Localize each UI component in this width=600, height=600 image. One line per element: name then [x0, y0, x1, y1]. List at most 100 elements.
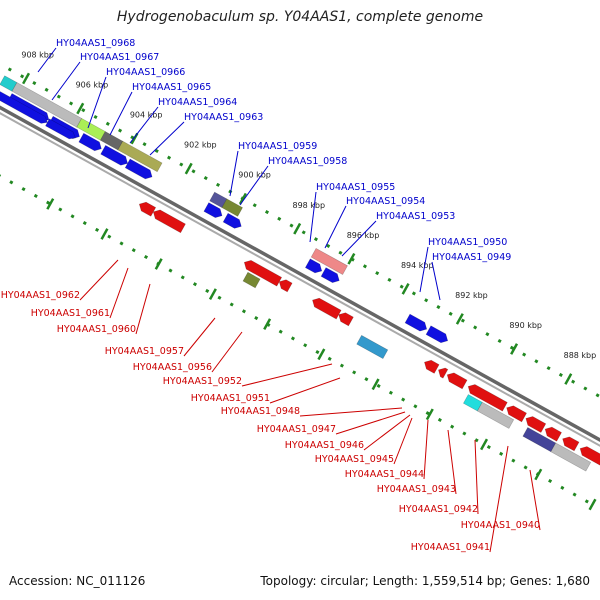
reverse-major-tick: [317, 348, 326, 361]
callout-line: [299, 407, 403, 417]
reverse-feature-block: [477, 401, 515, 429]
scale-label: 894 kbp: [401, 261, 434, 270]
scale-label: 906 kbp: [76, 81, 109, 90]
callout-line: [87, 76, 107, 129]
forward-feature-block: [310, 247, 348, 275]
backbone-layer: [0, 105, 600, 447]
scale-label: 890 kbp: [509, 321, 542, 330]
forward-gene-arrow: [404, 313, 428, 332]
reverse-gene-label: HY04AAS1_0960: [57, 324, 136, 335]
major-tick: [184, 162, 193, 175]
scale-label: 908 kbp: [21, 50, 54, 59]
forward-gene-label: HY04AAS1_0968: [56, 38, 135, 49]
reverse-gene-label: HY04AAS1_0942: [399, 504, 478, 515]
reverse-gene-label: HY04AAS1_0943: [377, 484, 456, 495]
reverse-gene-label: HY04AAS1_0961: [31, 308, 110, 319]
reverse-gene-label: HY04AAS1_0962: [1, 290, 80, 301]
scale-label: 888 kbp: [564, 351, 597, 360]
forward-tick-row: [7, 67, 600, 399]
forward-gene-label: HY04AAS1_0967: [80, 52, 159, 63]
reverse-major-tick: [371, 378, 380, 391]
major-tick: [455, 313, 464, 325]
reverse-gene-label: HY04AAS1_0945: [315, 454, 394, 465]
callout-line: [79, 259, 119, 301]
forward-gene-label: HY04AAS1_0964: [158, 97, 237, 108]
reverse-gene-arrow: [525, 416, 547, 433]
reverse-gene-arrow: [338, 312, 354, 327]
forward-gene-label: HY04AAS1_0958: [268, 156, 347, 167]
forward-gene-arrow: [222, 212, 242, 229]
forward-feature-block: [117, 140, 163, 173]
forward-gene-label: HY04AAS1_0955: [316, 182, 395, 193]
forward-gene-arrow: [0, 91, 48, 124]
reverse-major-tick: [425, 408, 434, 421]
reverse-feature-block: [550, 442, 592, 472]
callout-line: [324, 205, 347, 249]
major-tick: [238, 192, 247, 205]
major-tick: [347, 252, 356, 265]
reverse-gene-arrow: [424, 359, 440, 374]
callout-line: [269, 377, 341, 404]
sequence-backbone: [0, 112, 600, 447]
reverse-major-tick: [480, 438, 489, 451]
reverse-gene-arrow: [438, 367, 449, 379]
callout-line: [211, 331, 243, 373]
reverse-major-tick: [100, 228, 109, 240]
scale-label: 896 kbp: [347, 231, 380, 240]
forward-gene-label: HY04AAS1_0966: [106, 67, 185, 78]
forward-gene-label: HY04AAS1_0954: [346, 196, 425, 207]
callout-line: [149, 121, 185, 156]
reverse-gene-arrow: [243, 260, 283, 287]
reverse-major-tick: [208, 288, 217, 300]
reverse-gene-label: HY04AAS1_0940: [461, 520, 540, 531]
reverse-gene-label: HY04AAS1_0956: [133, 362, 212, 373]
reverse-gene-label: HY04AAS1_0947: [257, 424, 336, 435]
callout-line: [51, 61, 81, 101]
callout-line: [229, 150, 239, 197]
major-tick: [401, 283, 410, 295]
reverse-major-tick: [588, 498, 597, 511]
major-tick: [510, 343, 519, 355]
reverse-gene-label: HY04AAS1_0944: [345, 469, 424, 480]
reverse-gene-arrow: [506, 405, 527, 423]
reverse-major-tick: [534, 468, 543, 481]
forward-feature-block: [76, 118, 106, 141]
reverse-gene-label: HY04AAS1_0946: [285, 440, 364, 451]
callout-line: [474, 439, 479, 515]
scale-label: 902 kbp: [184, 141, 217, 150]
callout-layer: HY04AAS1_0968HY04AAS1_0967HY04AAS1_0966H…: [1, 38, 541, 553]
callout-line: [129, 106, 159, 144]
reverse-gene-label: HY04AAS1_0948: [221, 406, 300, 417]
major-tick: [22, 72, 31, 85]
callout-line: [183, 317, 216, 357]
forward-gene-label: HY04AAS1_0963: [184, 112, 263, 123]
forward-gene-arrow: [203, 202, 223, 218]
reverse-gene-arrow: [562, 436, 580, 452]
reverse-major-tick: [46, 198, 55, 210]
callout-line: [419, 246, 429, 293]
callout-line: [37, 47, 57, 73]
reverse-feature-block: [242, 271, 261, 289]
major-tick: [293, 222, 302, 235]
callout-line: [135, 283, 151, 335]
callout-line: [431, 261, 441, 301]
reverse-gene-label: HY04AAS1_0941: [411, 542, 490, 553]
major-tick: [564, 373, 573, 385]
map-title: Hydrogenobaculum sp. Y04AAS1, complete g…: [116, 9, 484, 25]
callout-line: [447, 429, 457, 495]
reverse-gene-label: HY04AAS1_0952: [163, 376, 242, 387]
genome-summary-text: Topology: circular; Length: 1,559,514 bp…: [260, 574, 590, 588]
forward-gene-arrow: [100, 144, 128, 166]
reverse-gene-arrow: [312, 297, 342, 320]
scale-label: 898 kbp: [292, 201, 325, 210]
feature-layer: [0, 75, 600, 472]
major-tick: [76, 102, 85, 115]
callout-line: [393, 417, 413, 465]
callout-line: [241, 363, 333, 387]
forward-gene-label: HY04AAS1_0953: [376, 211, 455, 222]
forward-gene-arrow: [78, 132, 102, 152]
forward-gene-arrow: [45, 118, 76, 140]
callout-line: [309, 191, 317, 243]
reverse-gene-arrow: [467, 384, 508, 412]
